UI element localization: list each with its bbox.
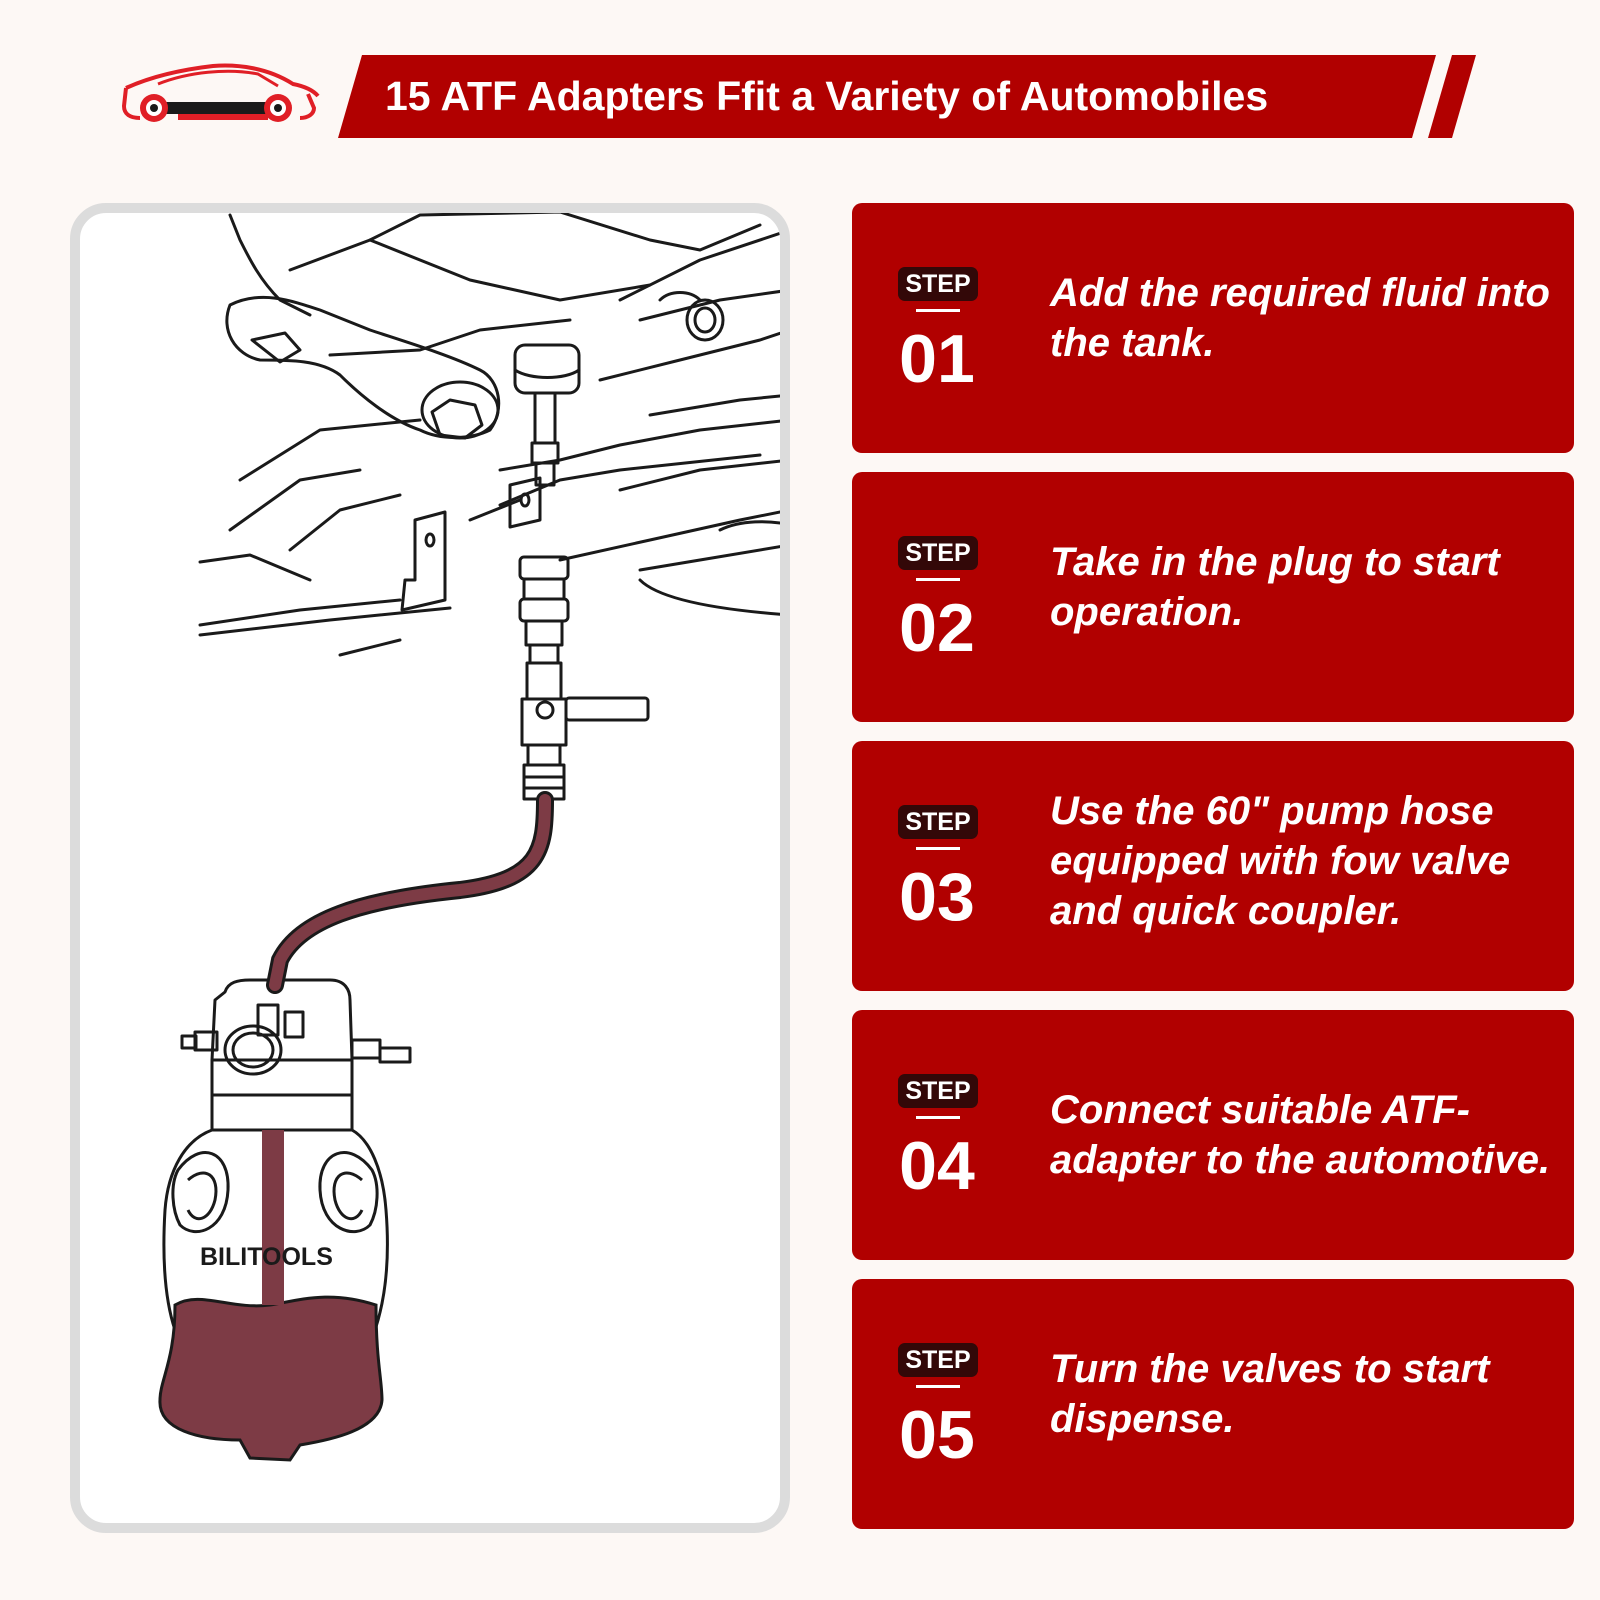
step-number: 01	[899, 321, 975, 397]
step-card-05: STEP 05 Turn the valves to start dispens…	[852, 1279, 1574, 1529]
step-divider	[916, 847, 960, 850]
step-divider	[916, 1385, 960, 1388]
illustration-panel: BILITOOLS	[70, 203, 790, 1533]
car-wrench-logo-icon	[121, 63, 320, 122]
step-card-03: STEP 03 Use the 60" pump hose equipped w…	[852, 741, 1574, 991]
step-description: Connect suitable ATF-adapter to the auto…	[1050, 1088, 1551, 1182]
step-number: 03	[899, 859, 975, 935]
step-divider	[916, 1116, 960, 1119]
step-description: Add the required fluid into the tank.	[1050, 271, 1550, 365]
step-description: Use the 60" pump hose equipped with fow …	[1050, 789, 1511, 933]
tank-brand-label: BILITOOLS	[200, 1243, 333, 1271]
title-banner-shape	[338, 55, 1476, 138]
step-number: 04	[899, 1128, 975, 1204]
step-tag: STEP	[898, 1343, 978, 1377]
fluid-dispenser-illustration	[158, 213, 780, 1462]
step-tag: STEP	[898, 267, 978, 301]
step-description: Take in the plug to start operation.	[1050, 540, 1500, 634]
step-number: 05	[899, 1397, 975, 1473]
step-card-01: STEP 01 Add the required fluid into the …	[852, 203, 1574, 453]
step-divider	[916, 309, 960, 312]
step-tag: STEP	[898, 805, 978, 839]
step-tag: STEP	[898, 536, 978, 570]
step-card-02: STEP 02 Take in the plug to start operat…	[852, 472, 1574, 722]
step-number: 02	[899, 590, 975, 666]
step-description: Turn the valves to start dispense.	[1050, 1347, 1490, 1441]
page-title: 15 ATF Adapters Ffit a Variety of Automo…	[385, 73, 1269, 119]
step-card-04: STEP 04 Connect suitable ATF-adapter to …	[852, 1010, 1574, 1260]
step-tag: STEP	[898, 1074, 978, 1108]
step-divider	[916, 578, 960, 581]
